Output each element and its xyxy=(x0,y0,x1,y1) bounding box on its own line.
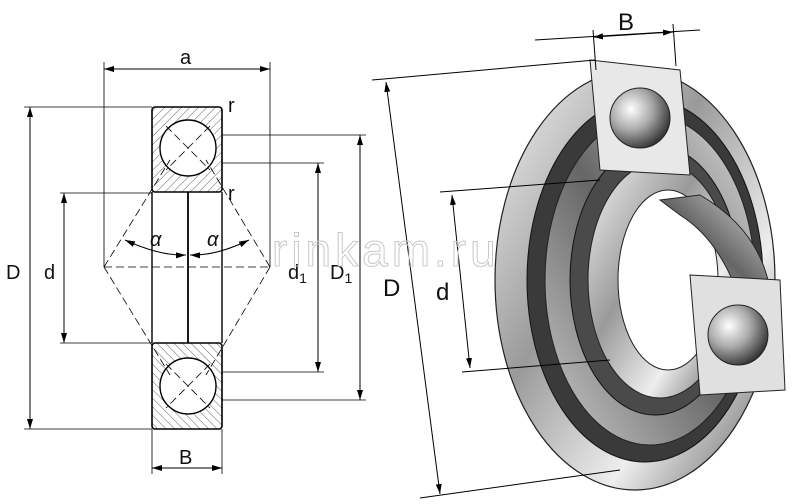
dim-d-perspective xyxy=(450,194,472,369)
label-alpha-left: α xyxy=(150,229,162,251)
perspective-dimension-lines xyxy=(371,23,701,499)
ball-bottom xyxy=(707,304,769,366)
label-d: d xyxy=(44,262,55,284)
watermark: rinkam.ru xyxy=(272,224,500,276)
section-view xyxy=(24,62,366,474)
extension-lines xyxy=(24,62,366,474)
label-D1: D1 xyxy=(330,262,352,286)
label-d-perspective: d xyxy=(436,279,449,306)
section-labels: a r r α α D d d1 D1 B xyxy=(6,47,352,469)
dimension-lines xyxy=(27,66,363,471)
label-r-top: r xyxy=(228,95,235,117)
label-r-inner: r xyxy=(228,183,235,205)
contact-lines xyxy=(103,125,271,409)
dim-D-perspective xyxy=(384,81,442,495)
ball-top xyxy=(609,87,671,149)
dim-B-perspective xyxy=(592,29,674,40)
angle-arc-right xyxy=(189,239,250,259)
label-D: D xyxy=(6,262,20,284)
angle-arc-left xyxy=(124,239,187,259)
label-d1: d1 xyxy=(288,262,307,286)
label-B: B xyxy=(179,447,192,469)
perspective-view: B D d xyxy=(371,9,786,499)
label-a: a xyxy=(180,47,192,69)
label-B-perspective: B xyxy=(618,9,634,36)
label-D-perspective: D xyxy=(383,275,400,302)
label-alpha-right: α xyxy=(207,229,219,251)
